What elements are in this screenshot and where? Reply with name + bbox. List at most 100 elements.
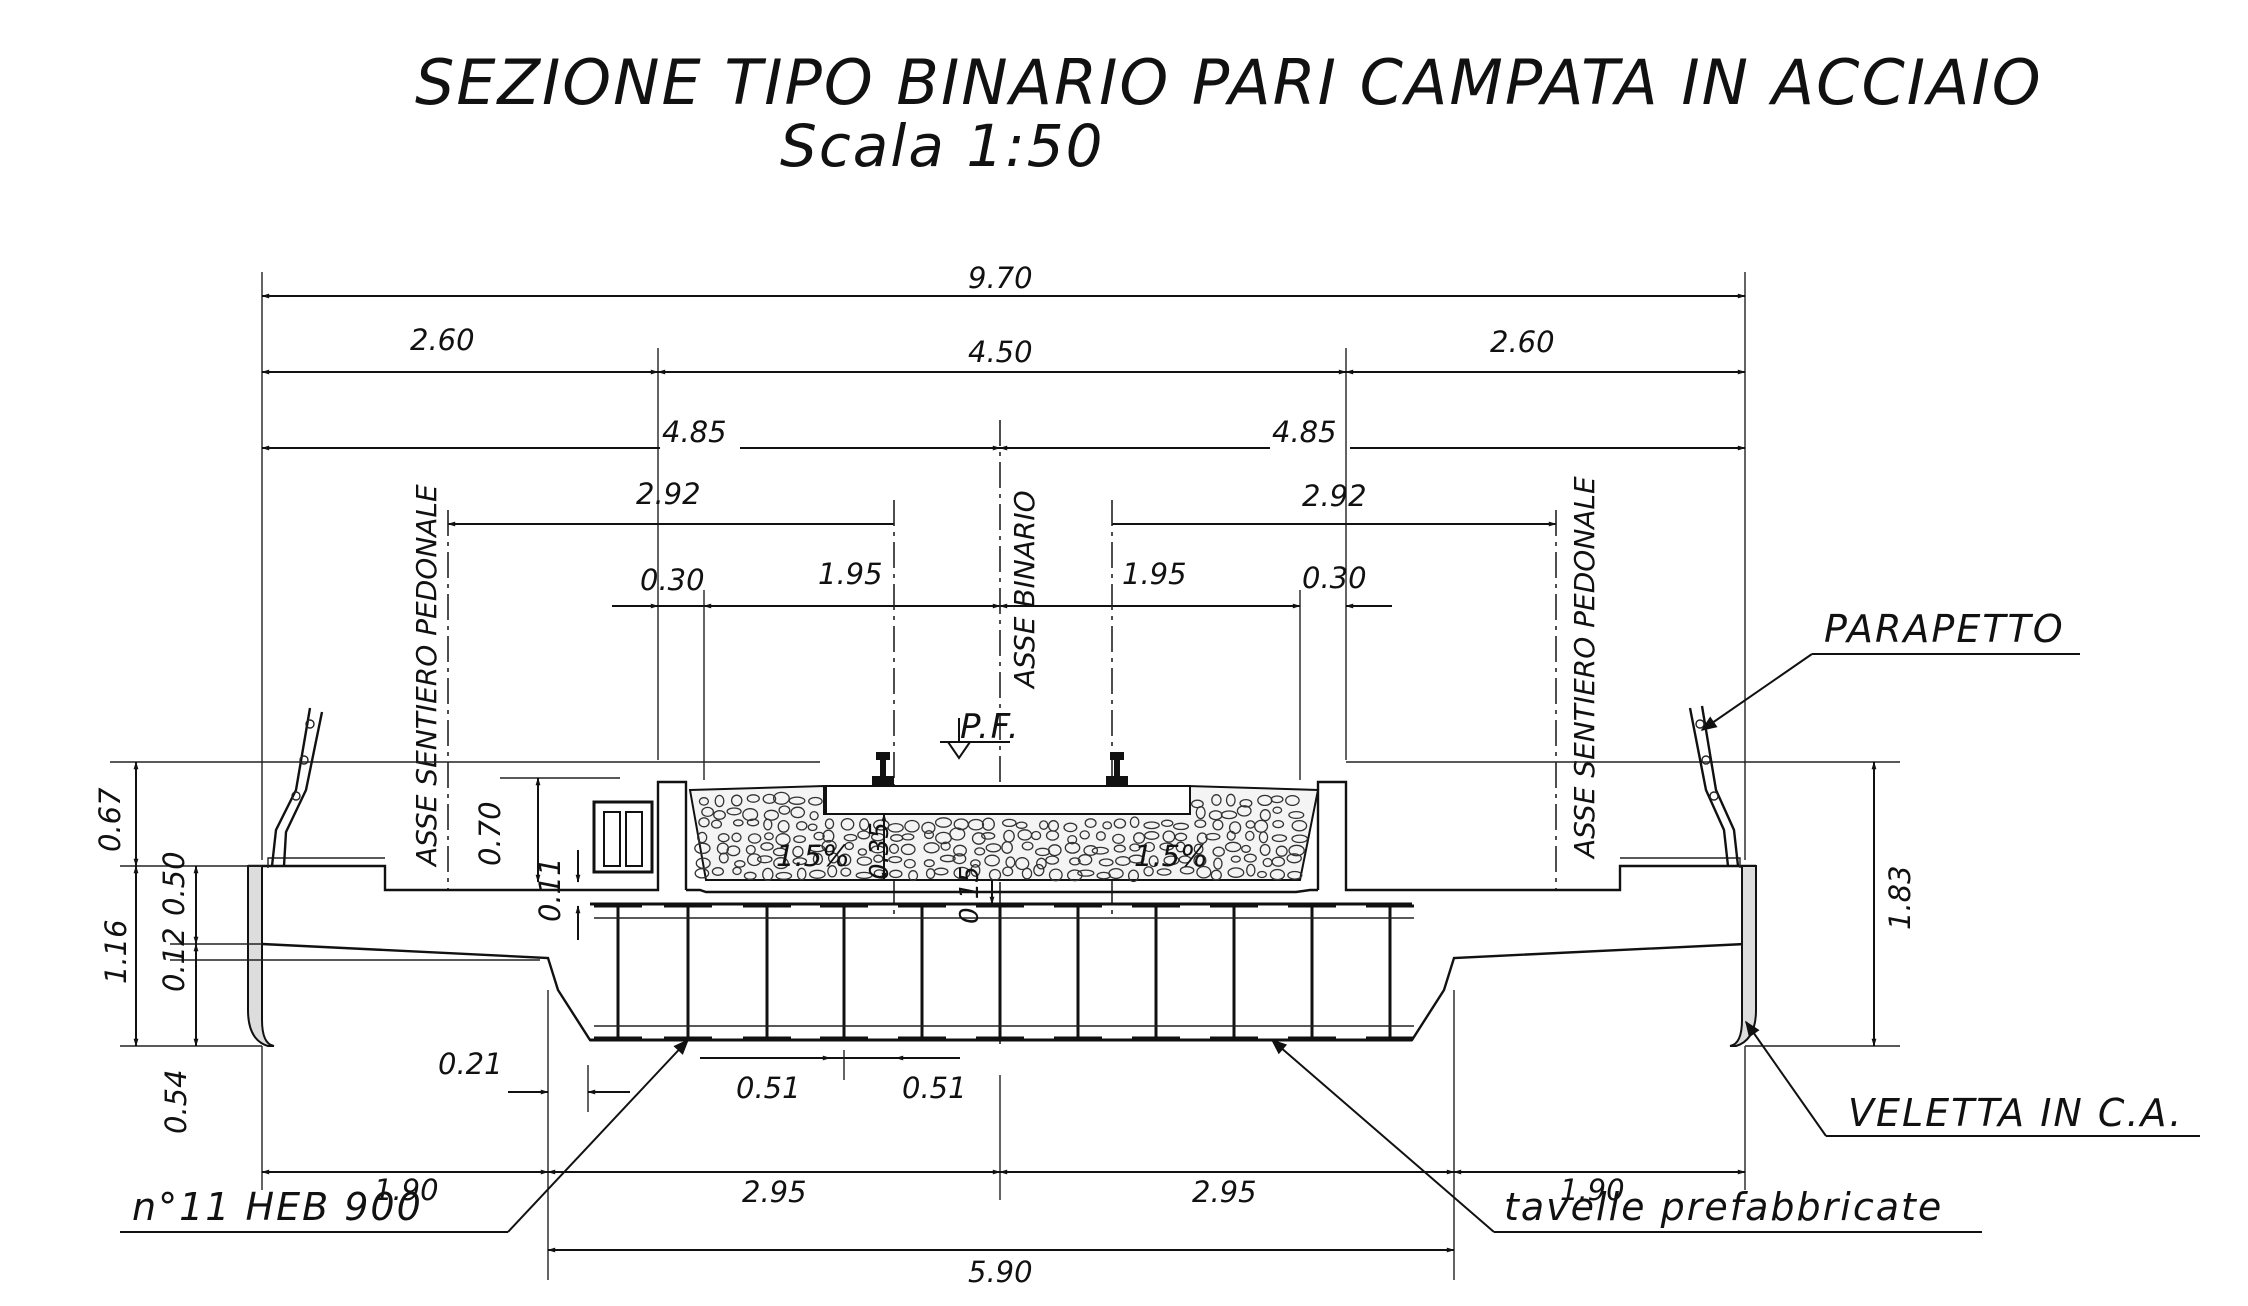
ballast-stone <box>1045 830 1060 841</box>
ballast-stone <box>1236 805 1252 817</box>
ballast-stone <box>1225 793 1236 807</box>
ballast-stone <box>900 843 916 856</box>
dim-w-021: 0.21 <box>438 1047 503 1081</box>
dim-bottom-mid-right: 2.95 <box>1192 1175 1257 1209</box>
label-tavelle: tavelle prefabbricate <box>1504 1185 1943 1229</box>
slope-left: 1.5% <box>776 839 850 873</box>
ballast-stone <box>1063 822 1078 833</box>
ballast-stone <box>1033 863 1045 877</box>
ballast-stone <box>1230 855 1241 863</box>
ballast-stone <box>1069 857 1081 866</box>
label-beams: n°11 HEB 900 <box>132 1185 423 1229</box>
beam <box>1288 904 1336 1040</box>
ballast-stone <box>1291 834 1309 844</box>
label-veletta: VELETTA IN C.A. <box>1848 1091 2183 1135</box>
ballast-stone <box>732 819 744 827</box>
beam <box>1132 904 1180 1040</box>
dim-path-right: 2.92 <box>1302 479 1367 513</box>
ballast-stone <box>772 791 790 805</box>
ballast-stone <box>889 869 903 879</box>
top-dimensions: 9.70 2.60 4.50 2.60 4.85 4.85 2.92 2.92 … <box>261 261 1746 860</box>
ballast-stone <box>840 817 855 831</box>
ballast-stone <box>1129 816 1140 829</box>
ballast-stone <box>1015 821 1028 829</box>
ballast-stone <box>967 818 985 831</box>
dim-side-right: 2.60 <box>1490 325 1555 359</box>
ballast-stone <box>1291 819 1308 832</box>
parapet-left <box>270 707 324 867</box>
dim-bottom-total: 5.90 <box>968 1255 1033 1289</box>
dim-half-right: 4.85 <box>1272 415 1337 449</box>
ballast-stone <box>1194 819 1207 829</box>
ballast-stone <box>974 847 986 856</box>
dim-h-116: 1.16 <box>99 919 133 984</box>
ballast-stone <box>762 793 777 805</box>
beam <box>743 904 791 1040</box>
ballast-stone <box>857 848 868 856</box>
ballast-stone <box>1108 867 1124 880</box>
ballast-stone <box>718 852 729 864</box>
ballast-stone <box>742 808 759 822</box>
label-parapetto: PARAPETTO <box>1824 607 2065 651</box>
ballast-stone <box>873 819 890 831</box>
ballast-stone <box>1179 866 1195 875</box>
ballast-stone <box>970 859 981 868</box>
heb-beams <box>594 904 1414 1040</box>
ballast-stone <box>808 796 823 806</box>
ballast-stone <box>827 865 838 878</box>
ballast-stone <box>694 842 711 855</box>
ballast-stone <box>981 832 996 840</box>
beam <box>1366 904 1414 1040</box>
dim-curb-right: 0.30 <box>1302 561 1367 595</box>
ballast-stone <box>1156 868 1172 876</box>
ballast-stone <box>1212 819 1224 831</box>
ballast-stone <box>756 855 773 864</box>
ballast-stone <box>1160 819 1174 828</box>
ballast-stone <box>1270 795 1284 804</box>
ballast-stone <box>821 839 837 853</box>
center-dimensions: 0.35 0.15 <box>865 813 995 924</box>
ballast-stone <box>1245 830 1255 842</box>
ballast-stone <box>698 817 710 828</box>
ballast-stone <box>888 855 903 864</box>
ballast-stone <box>1064 841 1081 854</box>
ballast-stone <box>1213 857 1223 870</box>
dim-w-051b: 0.51 <box>902 1071 967 1105</box>
ballast-stone <box>888 843 900 854</box>
ballast-stone <box>840 867 852 877</box>
dim-h-070: 0.70 <box>473 801 507 866</box>
ballast-stone <box>1275 845 1288 857</box>
ballast-stone <box>1224 841 1242 853</box>
dim-half-left: 4.85 <box>662 415 727 449</box>
ballast-stone <box>772 847 788 857</box>
drawing-scale: Scala 1:50 <box>780 112 1105 180</box>
ballast-stone <box>1178 855 1192 864</box>
ballast-stone <box>1226 830 1236 841</box>
beam <box>594 904 642 1040</box>
cable-duct <box>592 800 654 874</box>
ballast-stone <box>1015 857 1030 871</box>
label-asse-binario: ASSE BINARIO <box>1008 490 1041 690</box>
ballast-stone <box>1002 866 1014 877</box>
dim-h-015: 0.15 <box>955 866 985 924</box>
dim-w-051a: 0.51 <box>736 1071 801 1105</box>
ballast-stone <box>1045 855 1060 865</box>
ballast-stone <box>1220 810 1238 820</box>
ballast-stone <box>1227 867 1245 878</box>
ballast-stone <box>1193 843 1204 855</box>
ballast-stone <box>777 819 790 833</box>
ballast-stone <box>844 841 854 851</box>
ballast-stone <box>1269 868 1286 881</box>
ballast-stone <box>887 822 904 833</box>
ballast-stone <box>1030 830 1042 841</box>
dim-ballast-half-left: 1.95 <box>818 557 883 591</box>
dim-curb-left: 0.30 <box>640 563 705 597</box>
beam <box>1210 904 1258 1040</box>
ballast-stone <box>923 859 935 868</box>
ballast-stone <box>1021 867 1033 880</box>
ballast-stone <box>904 819 920 833</box>
dim-h-012: 0.12 <box>157 927 191 992</box>
ballast-stone <box>859 818 870 831</box>
ballast-stone <box>1079 830 1090 840</box>
ballast-stone <box>1102 821 1113 830</box>
